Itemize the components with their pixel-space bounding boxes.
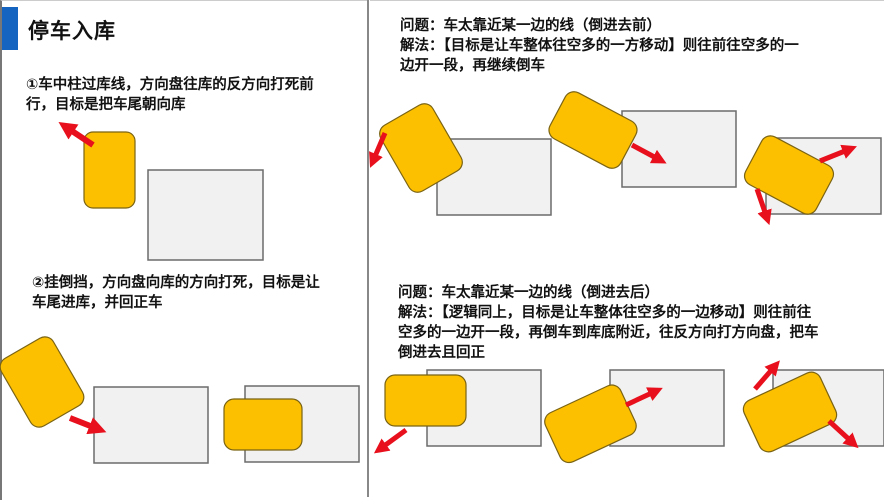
direction-arrow [369, 132, 388, 168]
problem2-solution-line1: 解法：【逻辑同上，目标是让车整体往空多的一边移动】则往前往 [398, 305, 812, 321]
problem2-diagrams [373, 360, 884, 464]
step1-line1: ①车中柱过库线，方向盘往库的反方向打死前 [26, 77, 314, 93]
direction-arrow [754, 188, 772, 226]
problem1-diagrams [369, 91, 882, 226]
direction-arrow [753, 360, 780, 391]
direction-arrow [827, 419, 859, 449]
car-shape [223, 398, 303, 451]
problem2-solution-line2: 空多的一边开一段，再倒车到库底附近，往反方向打方向盘，把车 [398, 325, 819, 341]
direction-arrow [624, 387, 663, 408]
step1-text: ①车中柱过库线，方向盘往库的反方向打死前 行，目标是把车尾朝向库 [26, 75, 314, 115]
problem2-question: 问题：车太靠近某一边的线（倒进去后） [398, 285, 659, 301]
problem1-solution-line1: 解法：【目标是让车整体往空多的一方移动】则往前往空多的一 [400, 38, 799, 54]
problem1-text: 问题：车太靠近某一边的线（倒进去前） 解法：【目标是让车整体往空多的一方移动】则… [400, 16, 799, 76]
car-shape [384, 374, 467, 427]
problem2-solution-line3: 倒进去且回正 [398, 345, 485, 361]
page-title: 停车入库 [28, 19, 116, 43]
direction-arrow [58, 122, 95, 148]
direction-arrow [373, 427, 408, 454]
panel-divider [367, 0, 369, 497]
step1-line2: 行，目标是把车尾朝向库 [26, 97, 186, 113]
car-shape [742, 371, 838, 453]
problem2-text: 问题：车太靠近某一边的线（倒进去后） 解法：【逻辑同上，目标是让车整体往空多的一… [398, 283, 819, 363]
car-shape [0, 336, 85, 428]
parking-space [93, 386, 209, 464]
parking-space [147, 169, 264, 261]
step2-diagram [0, 336, 360, 464]
problem1-question: 问题：车太靠近某一边的线（倒进去前） [400, 18, 661, 34]
step2-line2: 车尾进库，并回正车 [32, 295, 163, 311]
step2-text: ②挂倒挡，方向盘向库的方向打死，目标是让 车尾进库，并回正车 [32, 273, 320, 313]
title-accent-bar [2, 7, 18, 50]
step1-diagram [58, 122, 264, 261]
direction-arrow [819, 144, 857, 164]
car-shape [379, 103, 463, 193]
car-shape [548, 91, 638, 169]
car-shape [743, 135, 835, 215]
car-shape [83, 131, 136, 209]
problem1-solution-line2: 边开一段，再继续倒车 [400, 58, 545, 74]
direction-arrow [68, 415, 107, 435]
step2-line1: ②挂倒挡，方向盘向库的方向打死，目标是让 [32, 275, 320, 291]
direction-arrow [630, 142, 667, 164]
